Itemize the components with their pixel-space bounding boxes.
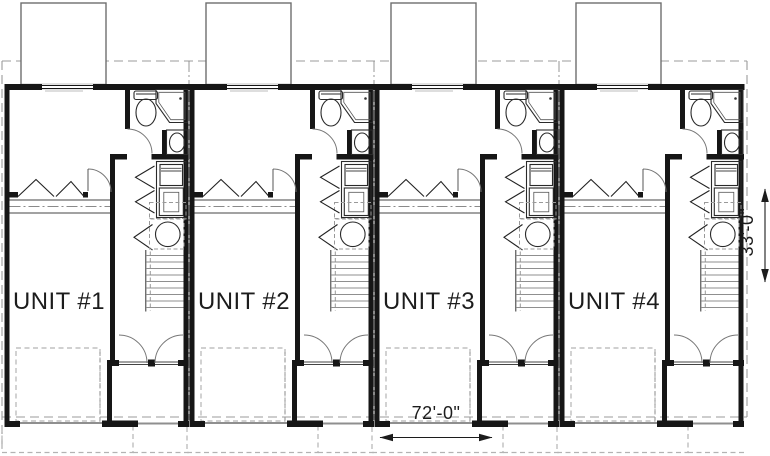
- unit-1-plan: [1, 2, 191, 454]
- unit-2-plan: [186, 2, 376, 454]
- unit-2-label: UNIT #2: [198, 288, 290, 315]
- unit-4-label: UNIT #4: [568, 288, 660, 315]
- overall-width-dimension: 72'-0": [379, 403, 493, 442]
- unit-4-plan: [556, 2, 746, 454]
- unit-3-plan: [371, 2, 561, 454]
- overall-width-label: 72'-0": [412, 403, 461, 423]
- party-wall-centerlines: [188, 61, 560, 420]
- overall-depth-dimension: 33'-0": [737, 188, 769, 283]
- unit-1-label: UNIT #1: [13, 288, 105, 315]
- overall-depth-label: 33'-0": [737, 208, 757, 257]
- unit-3-label: UNIT #3: [383, 288, 475, 315]
